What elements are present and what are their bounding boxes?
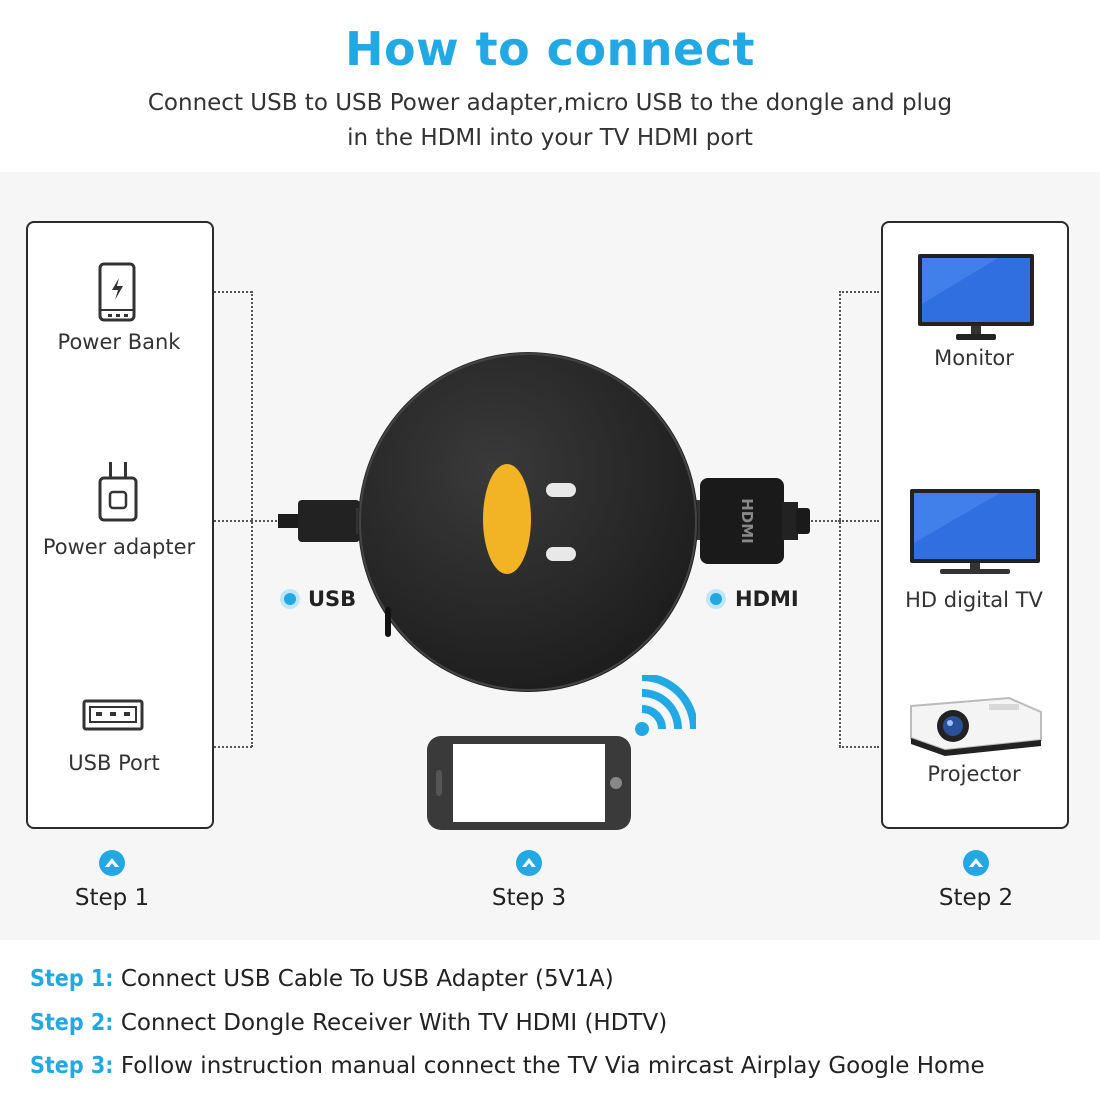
- usb-port-icon: [82, 699, 144, 731]
- tv-icon: [910, 489, 1040, 574]
- step-3-label: Step 3: [491, 885, 567, 911]
- page-subtitle: Connect USB to USB Power adapter,micro U…: [100, 86, 1000, 156]
- display-label-projector: Projector: [927, 762, 1021, 786]
- right-connector-line: [839, 520, 879, 522]
- step-2-up-arrow-icon: [963, 850, 989, 876]
- monitor-icon: [918, 254, 1034, 340]
- hdmi-port-dot: [710, 593, 722, 605]
- instruction-text: Connect Dongle Receiver With TV HDMI (HD…: [120, 1010, 668, 1036]
- instruction-step-2: Step 2: Connect Dongle Receiver With TV …: [30, 1010, 667, 1036]
- instruction-key: Step 3:: [30, 1053, 114, 1079]
- dongle-yellow-button: [483, 464, 531, 574]
- step-1-up-arrow-icon: [99, 850, 125, 876]
- left-connector-line: [214, 746, 252, 748]
- source-label-usb-port: USB Port: [68, 751, 160, 775]
- instruction-step-1: Step 1: Connect USB Cable To USB Adapter…: [30, 966, 614, 992]
- instruction-step-3: Step 3: Follow instruction manual connec…: [30, 1053, 985, 1079]
- page-title: How to connect: [344, 22, 756, 76]
- display-label-hd-tv: HD digital TV: [905, 588, 1043, 612]
- left-connector-line: [214, 291, 252, 293]
- step-2-label: Step 2: [938, 885, 1014, 911]
- usb-port-label: USB: [308, 587, 357, 611]
- hdmi-port-label: HDMI: [735, 587, 799, 611]
- source-label-power-adapter: Power adapter: [42, 535, 196, 559]
- right-connector-line: [839, 291, 879, 293]
- smartphone-icon: [427, 736, 631, 830]
- subtitle-line-1: Connect USB to USB Power adapter,micro U…: [147, 90, 953, 116]
- projector-icon: [910, 696, 1042, 756]
- source-label-power-bank: Power Bank: [57, 330, 181, 354]
- step-1-label: Step 1: [74, 885, 150, 911]
- subtitle-line-2: in the HDMI into your TV HDMI port: [347, 125, 753, 151]
- left-connector-line: [251, 520, 281, 522]
- usb-port-dot: [284, 593, 296, 605]
- right-connector-line: [839, 746, 879, 748]
- wall-charger-icon: [98, 462, 138, 522]
- display-label-monitor: Monitor: [934, 346, 1014, 370]
- step-3-up-arrow-icon: [516, 850, 542, 876]
- power-bank-icon: [98, 262, 136, 322]
- right-connector-line: [839, 291, 841, 747]
- svg-text:HDMI: HDMI: [738, 498, 756, 544]
- instruction-text: Follow instruction manual connect the TV…: [120, 1053, 985, 1079]
- instruction-text: Connect USB Cable To USB Adapter (5V1A): [120, 966, 614, 992]
- instruction-key: Step 2:: [30, 1010, 114, 1036]
- hdmi-connector: HDMI: [690, 478, 810, 564]
- left-connector-line: [214, 520, 252, 522]
- left-connector-line: [251, 291, 253, 747]
- instruction-key: Step 1:: [30, 966, 114, 992]
- wifi-signal-icon: [635, 675, 696, 736]
- right-connector-line: [808, 520, 840, 522]
- dongle-led-indicator: [546, 483, 576, 561]
